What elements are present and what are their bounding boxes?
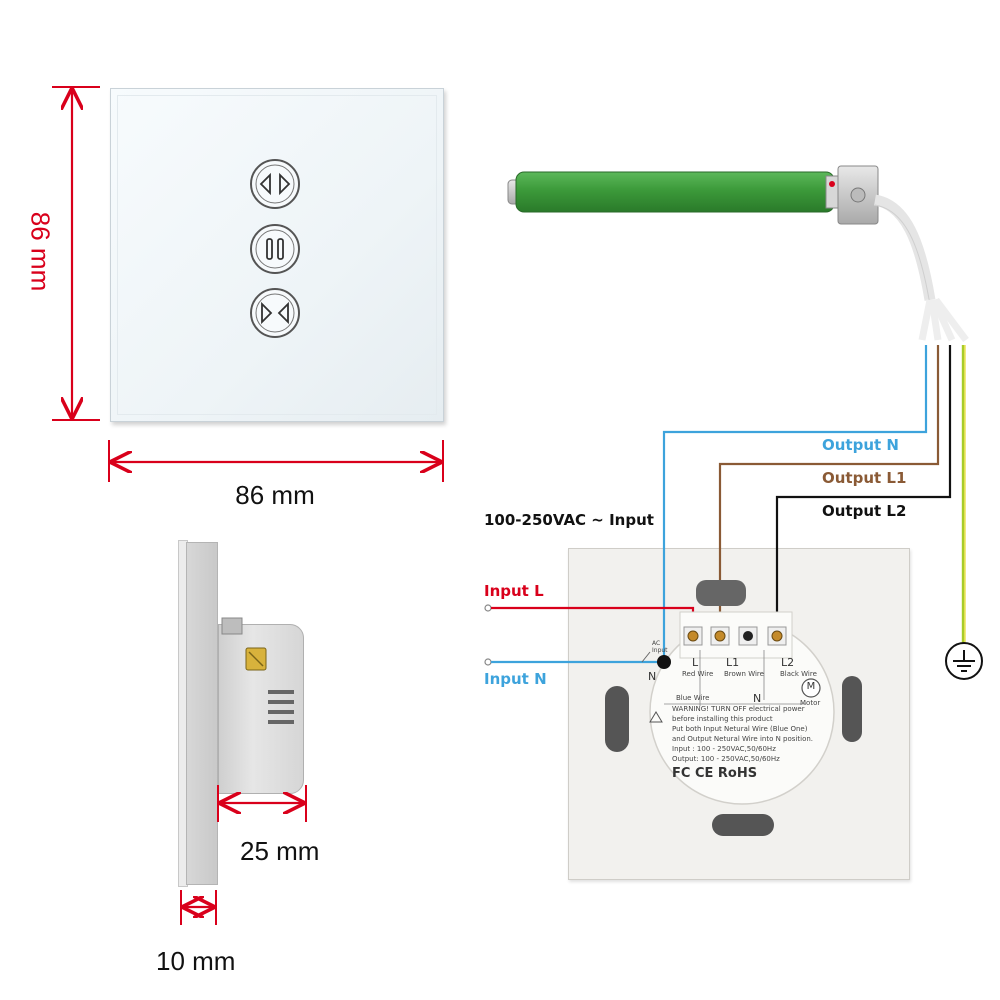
dimension-plate-depth-label: 10 mm xyxy=(156,946,236,976)
side-view-details xyxy=(221,617,294,724)
input-l-label: Input L xyxy=(484,582,544,600)
wire-output-l1 xyxy=(718,345,940,627)
pause-icon xyxy=(250,224,300,274)
curtain-open-icon xyxy=(250,159,300,209)
wire-output-n xyxy=(662,345,928,662)
dimension-body-depth-label: 25 mm xyxy=(240,836,320,866)
black-wire-label: Black Wire xyxy=(780,670,817,678)
brown-wire-label: Brown Wire xyxy=(724,670,764,678)
dimension-height xyxy=(52,86,100,421)
dimension-width xyxy=(108,440,444,482)
terminal-l-label: L xyxy=(692,656,699,669)
ground-icon xyxy=(945,642,983,680)
motor-cable xyxy=(873,194,969,343)
certification-marks: FC CE RoHS xyxy=(672,766,758,781)
supply-label: 100-250VAC ~ Input xyxy=(484,511,654,529)
wire-input-n xyxy=(484,658,664,666)
dimension-height-label: 86 mm xyxy=(25,211,56,292)
input-rating: Input : 100 - 250VAC,50/60Hz xyxy=(672,745,776,753)
curtain-close-icon xyxy=(250,288,300,338)
dimension-plate-depth xyxy=(180,890,217,925)
tubular-motor xyxy=(507,165,879,225)
motor-label: Motor xyxy=(800,699,821,707)
n-center-label: N xyxy=(753,692,762,705)
back-plate-details xyxy=(605,580,862,836)
blue-wire-label: Blue Wire xyxy=(676,694,710,702)
output-rating: Output: 100 - 250VAC,50/60Hz xyxy=(672,755,780,763)
motor-symbol: M xyxy=(806,681,816,692)
dimension-width-label: 86 mm xyxy=(235,480,315,510)
n-left-label: N xyxy=(648,670,657,683)
instruction-line-1: Put both Input Netural Wire (Blue One) xyxy=(672,725,808,733)
warning-line-2: before installing this product xyxy=(672,715,773,723)
wire-input-l xyxy=(484,604,695,627)
wire-output-l2 xyxy=(775,345,952,627)
dimension-body-depth xyxy=(217,785,307,822)
ac-input-label: AC Input xyxy=(652,640,668,654)
wire-ground xyxy=(961,345,966,643)
output-l1-label: Output L1 xyxy=(822,469,907,487)
terminal-l1-label: L1 xyxy=(726,656,740,669)
warning-line-1: WARNING! TURN OFF electrical power xyxy=(672,705,805,713)
red-wire-label: Red Wire xyxy=(682,670,714,678)
instruction-line-2: and Output Netural Wire into N position. xyxy=(672,735,814,743)
output-l2-label: Output L2 xyxy=(822,502,907,520)
terminal-l2-label: L2 xyxy=(781,656,795,669)
input-n-label: Input N xyxy=(484,670,547,688)
output-n-label: Output N xyxy=(822,436,899,454)
